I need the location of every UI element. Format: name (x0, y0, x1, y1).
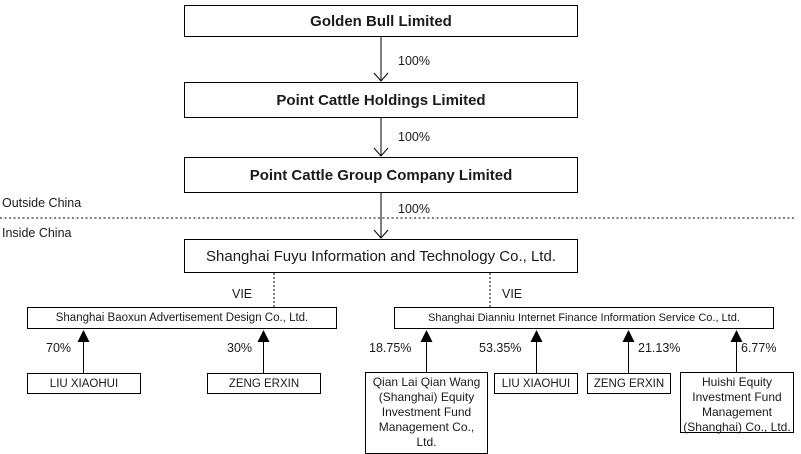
node-zeng-erxin-right: ZENG ERXIN (587, 373, 671, 394)
node-huishi-equity: Huishi Equity Investment Fund Management… (680, 372, 794, 434)
ownership-pct-label: 21.13% (638, 341, 681, 355)
node-shanghai-fuyu: Shanghai Fuyu Information and Technology… (184, 239, 578, 273)
node-point-cattle-holdings: Point Cattle Holdings Limited (184, 82, 578, 118)
node-shanghai-dianniu: Shanghai Dianniu Internet Finance Inform… (394, 307, 774, 329)
ownership-pct-label: 6.77% (741, 341, 777, 355)
node-point-cattle-group: Point Cattle Group Company Limited (184, 157, 578, 193)
node-golden-bull-limited: Golden Bull Limited (184, 5, 578, 37)
node-liu-xiaohui-right: LIU XIAOHUI (494, 373, 578, 394)
ownership-pct-label: 18.75% (369, 341, 412, 355)
ownership-pct-label: 53.35% (479, 341, 522, 355)
vie-label-left: VIE (232, 287, 253, 301)
up-arrowhead-icon (622, 330, 635, 342)
up-arrowhead-icon (77, 330, 90, 342)
node-qian-lai-qian-wang: Qian Lai Qian Wang (Shanghai) Equity Inv… (365, 372, 488, 454)
node-liu-xiaohui-left: LIU XIAOHUI (27, 373, 141, 394)
up-arrowhead-icon (420, 330, 433, 342)
node-shanghai-baoxun: Shanghai Baoxun Advertisement Design Co.… (27, 307, 337, 329)
vie-label-right: VIE (502, 287, 523, 301)
up-arrowhead-icon (530, 330, 543, 342)
ownership-pct-label: 30% (227, 341, 253, 355)
region-label-inside-china: Inside China (2, 226, 72, 240)
down-arrowhead-icon (373, 147, 389, 157)
node-zeng-erxin-left: ZENG ERXIN (207, 373, 321, 394)
down-arrowhead-icon (373, 72, 389, 82)
region-label-outside-china: Outside China (2, 196, 82, 210)
down-arrowhead-icon (373, 229, 389, 239)
ownership-pct-label: 100% (398, 54, 430, 68)
ownership-pct-label: 100% (398, 130, 430, 144)
up-arrowhead-icon (730, 330, 743, 342)
ownership-pct-label: 100% (398, 202, 430, 216)
ownership-pct-label: 70% (46, 341, 72, 355)
up-arrowhead-icon (257, 330, 270, 342)
